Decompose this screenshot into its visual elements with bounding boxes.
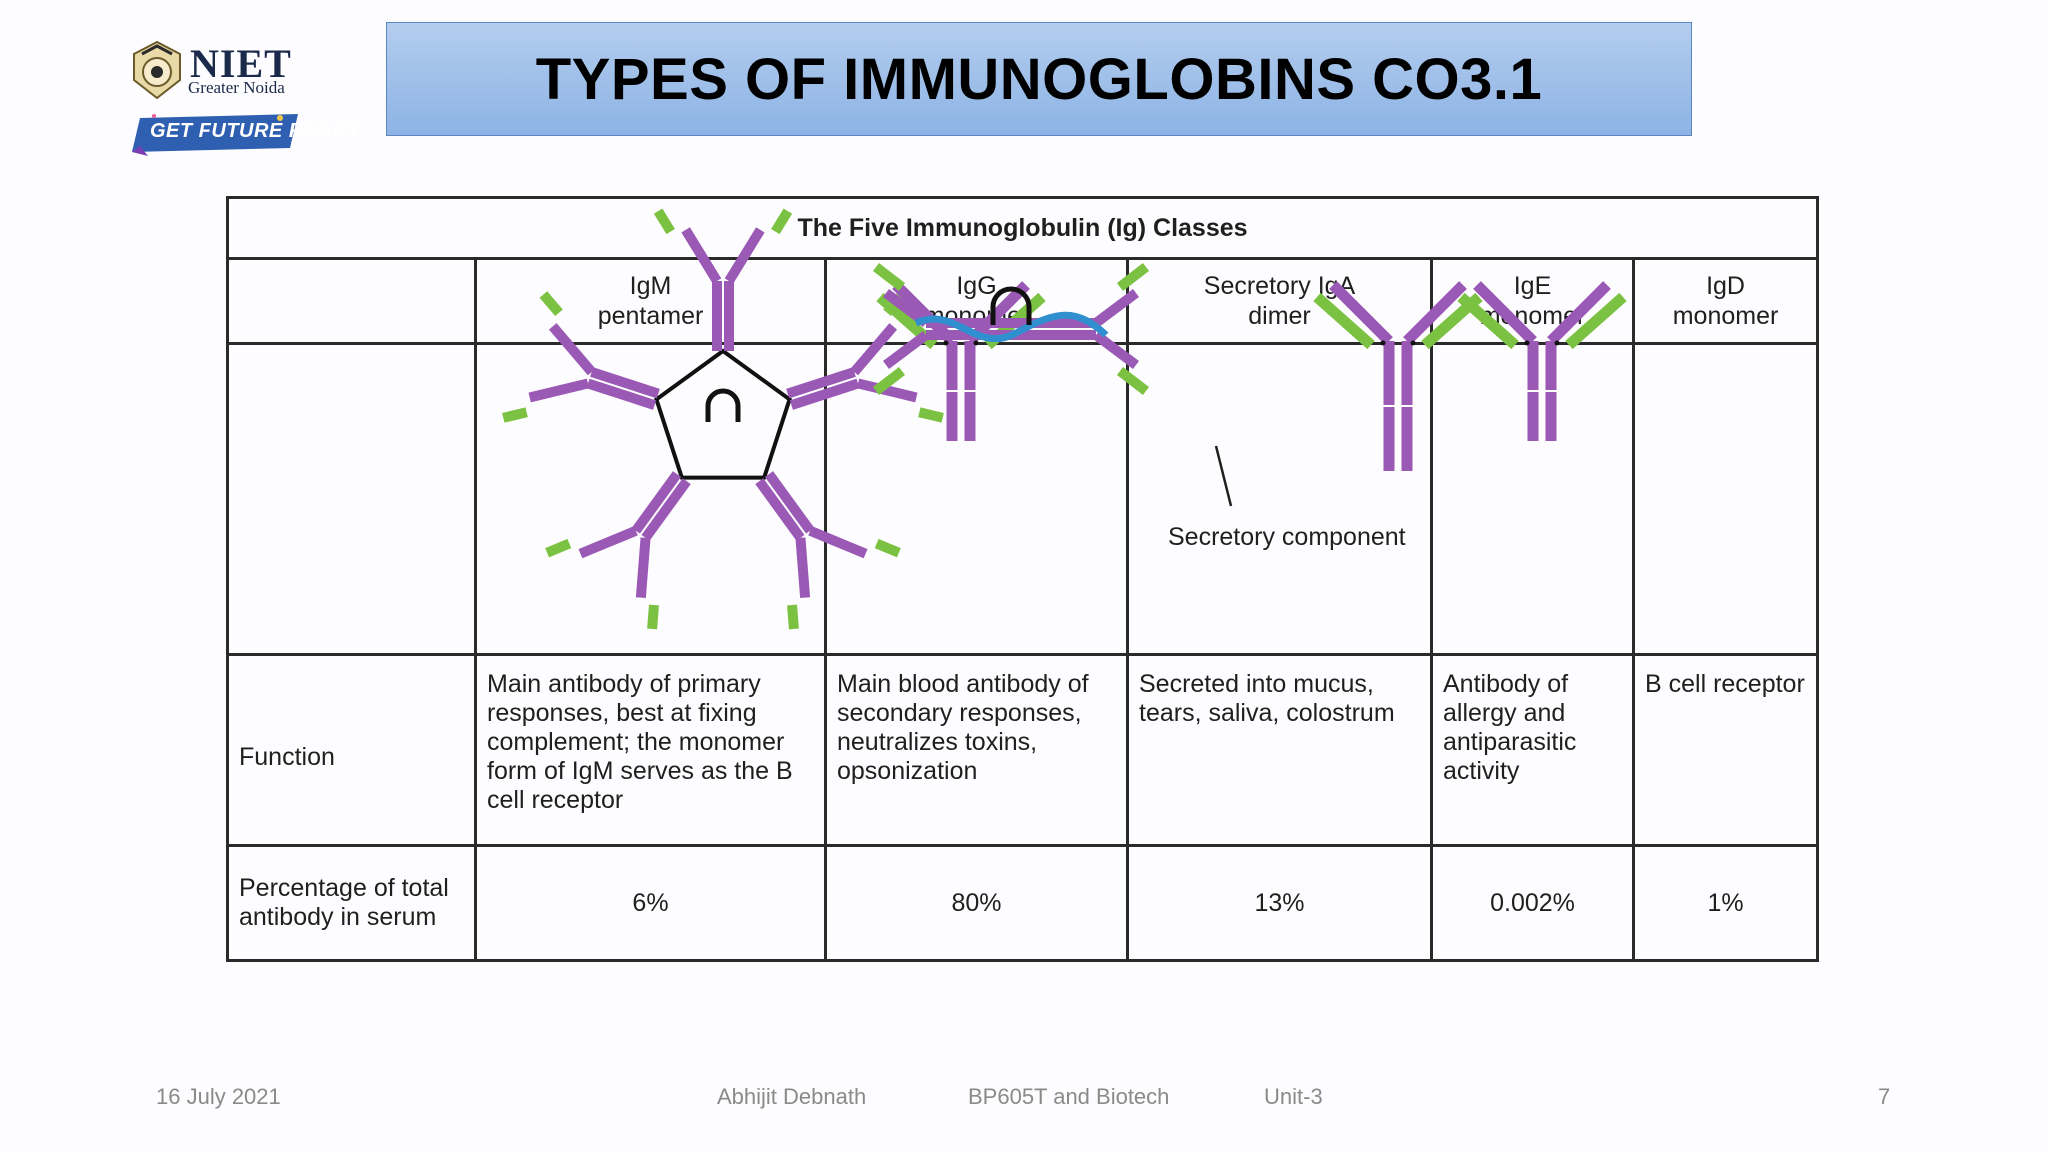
function-label: Function [226,653,477,847]
logo-location: Greater Noida [188,78,285,97]
tagline-banner [132,114,298,156]
column-header-igg: IgG monomer [824,257,1129,345]
empty-structure-cell [226,342,477,656]
column-form: pentamer [597,302,704,330]
column-name: IgM [629,272,672,300]
function-row: Function Main antibody of primary respon… [226,653,1820,847]
caption-row: The Five Immunoglobulin (Ig) Classes [225,196,1820,260]
percentage-igm: 6% [474,844,827,962]
title-bar: TYPES OF IMMUNOGLOBINS CO3.1 [386,22,1692,136]
function-igg: Main blood antibody of secondary respons… [824,653,1129,847]
footer-unit: Unit-3 [1264,1084,1323,1109]
percentage-ige: 0.002% [1430,844,1635,962]
column-header-igm: IgM pentamer [474,257,827,345]
function-igm: Main antibody of primary responses, best… [474,653,827,847]
footer-course: BP605T and Biotech [968,1084,1170,1109]
column-form: monomer [1479,302,1586,330]
percentage-igg: 80% [824,844,1129,962]
logo-tagline: GET FUTURE READY [150,120,362,142]
column-name: IgD [1706,272,1745,300]
niet-emblem-icon [133,40,181,100]
niet-logo: NIET Greater Noida GET FUTURE READY [128,36,361,164]
column-name: IgG [956,272,997,300]
empty-header-cell [226,257,477,345]
ige-structure-cell [1430,342,1635,656]
logo-name: NIET [190,41,292,86]
function-igd: B cell receptor [1631,653,1820,847]
percentage-label: Percentage of total antibody in serum [226,844,477,962]
column-header-ige: IgE monomer [1430,257,1635,345]
column-form: monomer [923,302,1030,330]
footer-date: 16 July 2021 [156,1084,281,1109]
column-header-iga: Secretory IgA dimer [1126,257,1433,345]
immunoglobulin-table: The Five Immunoglobulin (Ig) Classes IgM… [225,196,1820,962]
header-row: IgM pentamer IgG monomer Secretory IgA d… [226,257,1820,345]
slide-title: TYPES OF IMMUNOGLOBINS CO3.1 [535,46,1543,112]
footer-author: Abhijit Debnath [717,1084,867,1109]
percentage-row: Percentage of total antibody in serum 6%… [226,844,1820,962]
column-form: dimer [1248,302,1311,330]
igm-structure-cell [474,342,827,656]
column-name: IgE [1513,272,1552,300]
percentage-igd: 1% [1631,844,1820,962]
table-caption: The Five Immunoglobulin (Ig) Classes [225,196,1820,260]
igd-structure-cell [1631,342,1820,656]
column-form: monomer [1672,302,1779,330]
function-ige: Antibody of allergy and antiparasitic ac… [1430,653,1635,847]
igg-structure-cell [824,342,1129,656]
structure-row [226,342,1820,656]
column-header-igd: IgD monomer [1631,257,1820,345]
percentage-iga: 13% [1126,844,1433,962]
iga-structure-cell [1126,342,1433,656]
footer-page-number: 7 [1878,1084,1891,1109]
function-iga: Secreted into mucus, tears, saliva, colo… [1126,653,1433,847]
immunoglobulin-figure: The Five Immunoglobulin (Ig) Classes IgM… [225,196,1820,962]
column-name: Secretory IgA [1203,272,1356,300]
